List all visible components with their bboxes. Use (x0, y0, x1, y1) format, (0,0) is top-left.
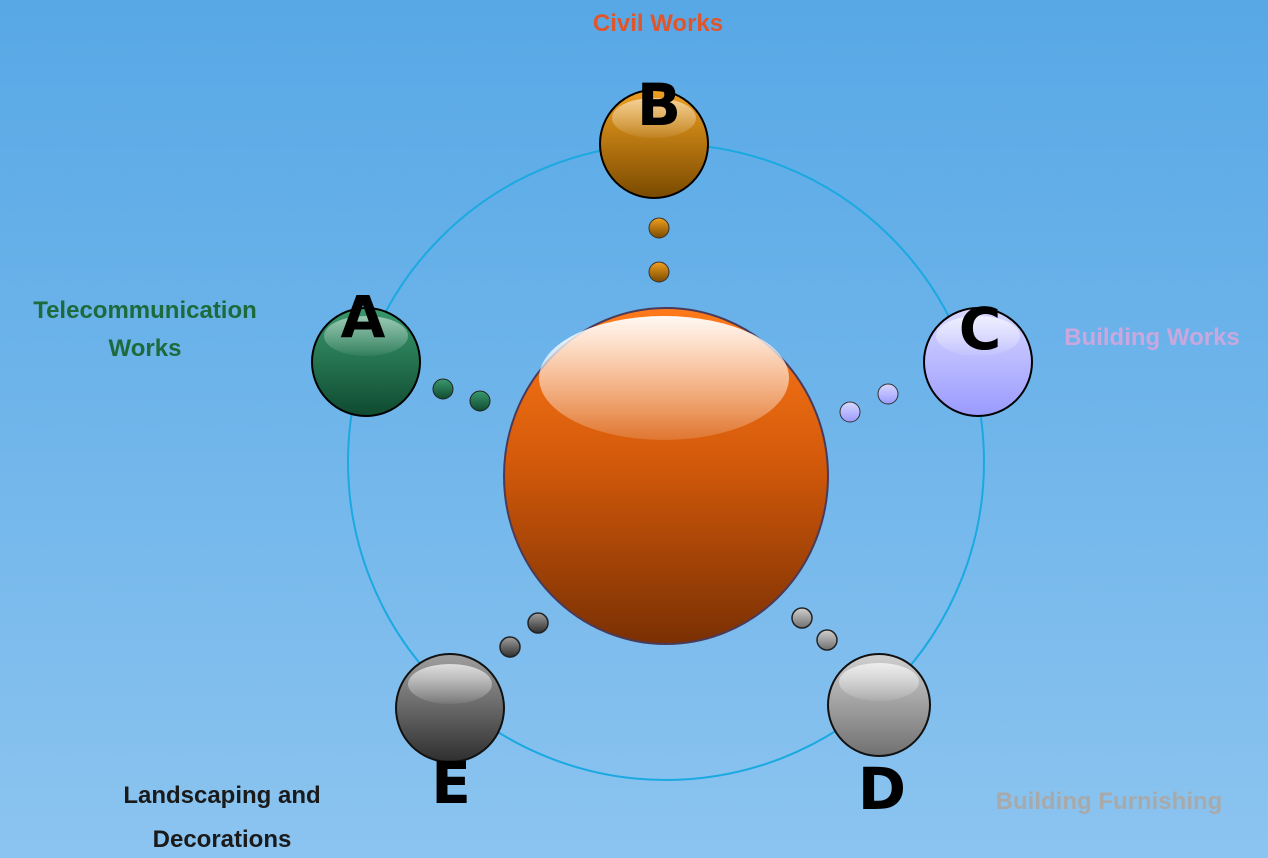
node-e-sphere (395, 653, 505, 763)
label-a-line-1: Telecommunication (33, 297, 257, 324)
label-building-furnishing: Building Furnishing (968, 783, 1250, 821)
connector-c (839, 383, 899, 423)
center-sphere (503, 307, 829, 645)
node-a-letter: A (340, 283, 386, 351)
node-b-letter: B (636, 71, 682, 139)
label-a-line-2: Works (108, 335, 182, 362)
label-b-line-1: Civil Works (592, 10, 724, 37)
label-civil-works: Civil Works (558, 5, 758, 43)
node-c-letter: C (958, 295, 1002, 363)
label-telecommunication-works: Telecommunication Works (0, 292, 290, 368)
label-building-works: Building Works (1040, 319, 1264, 357)
node-d-letter: D (857, 755, 907, 823)
connector-a (432, 378, 491, 412)
label-landscaping-and-decorations: Landscaping and Decorations (88, 774, 356, 858)
label-c-line-1: Building Works (1064, 324, 1240, 351)
node-a-sphere (311, 307, 421, 417)
node-b-sphere (599, 89, 709, 199)
connector-b (648, 217, 670, 283)
connector-d (791, 607, 838, 651)
label-d-line-1: Building Furnishing (995, 788, 1223, 815)
connector-e (499, 612, 549, 658)
node-d-sphere (827, 653, 931, 757)
label-e-line-2: Decorations (152, 826, 292, 853)
node-c-sphere (923, 307, 1033, 417)
label-e-line-1: Landscaping and (123, 782, 321, 809)
node-e-letter: E (431, 749, 471, 817)
